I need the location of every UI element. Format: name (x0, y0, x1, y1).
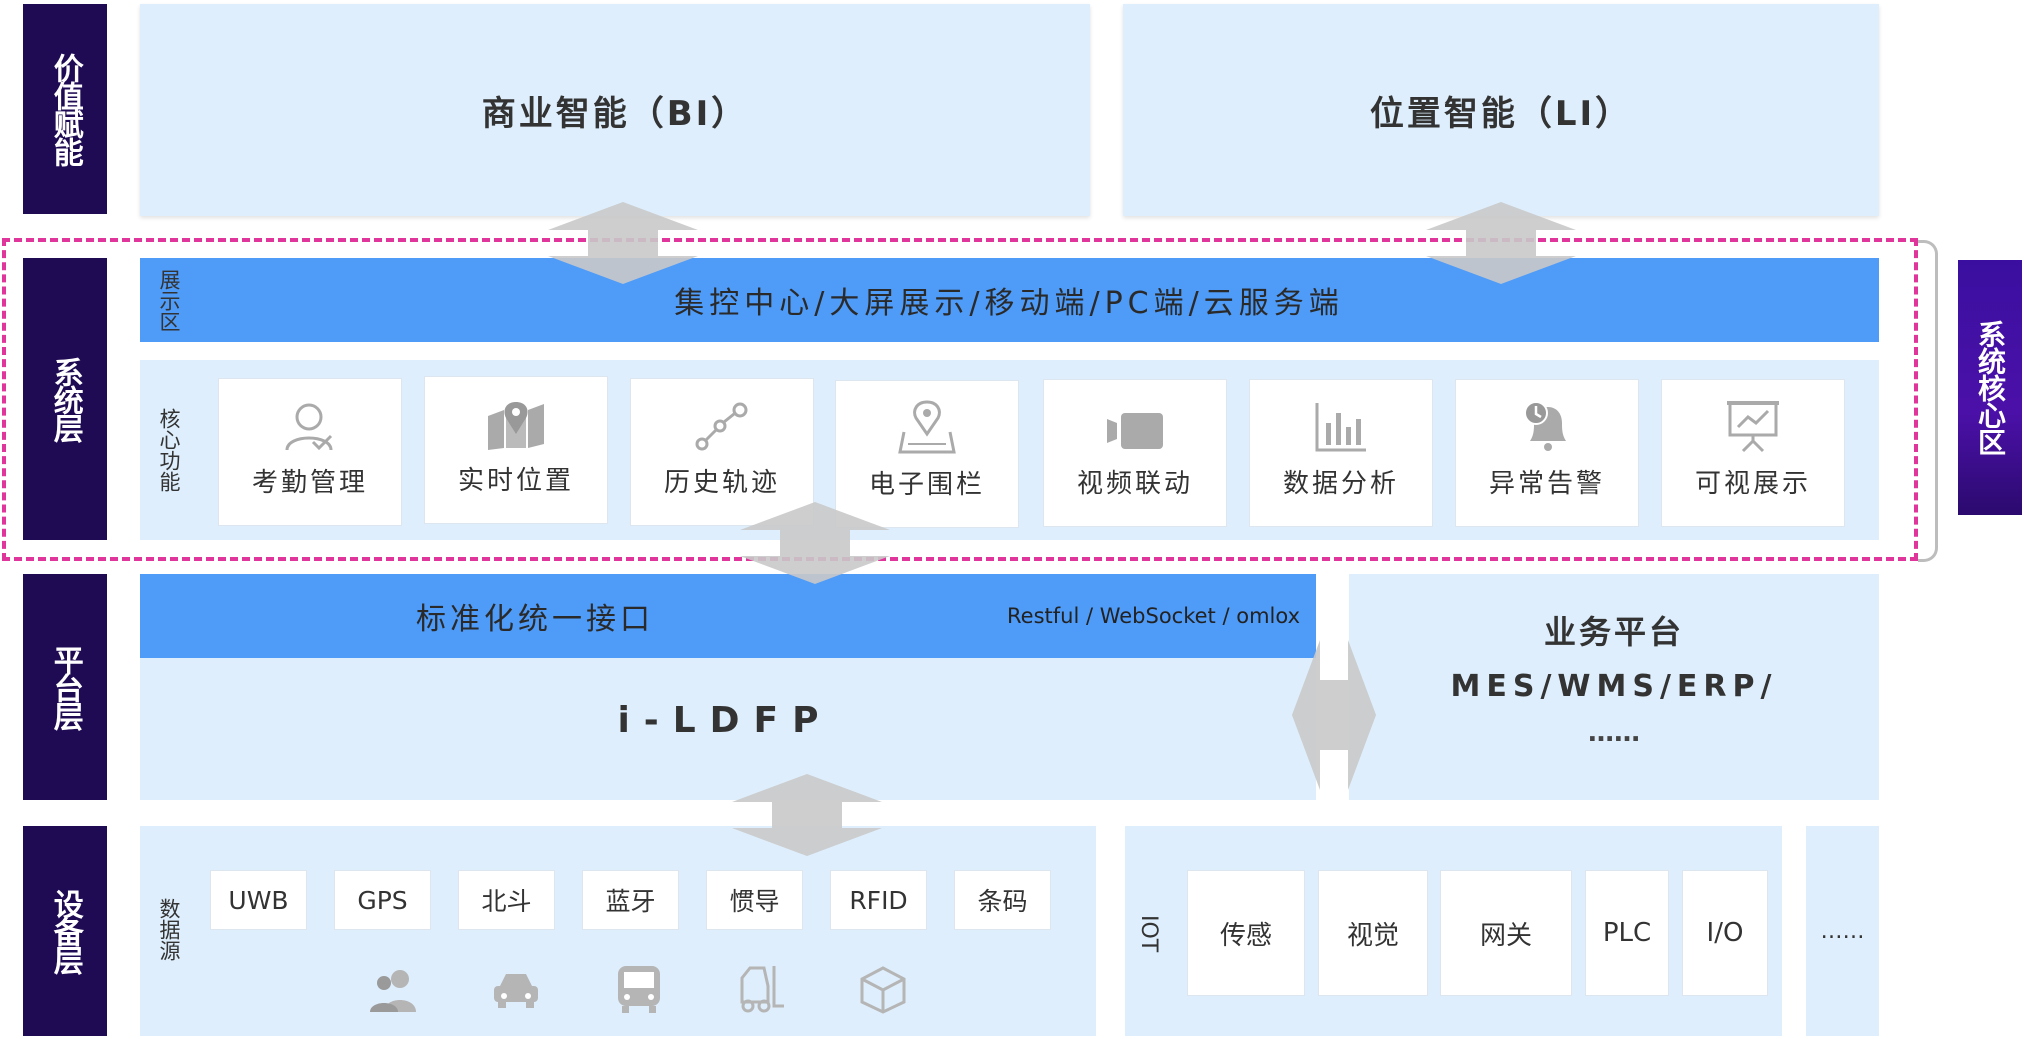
function-card[interactable]: 异常告警 (1455, 379, 1639, 527)
interface-protocols: Restful / WebSocket / omlox (1007, 604, 1300, 628)
function-label: 考勤管理 (251, 468, 368, 498)
business-systems: MES/WMS/ERP/ (1450, 668, 1778, 704)
arrow-li-system (1426, 202, 1576, 284)
source-chip[interactable]: 惯导 (706, 870, 803, 930)
user-check-icon (283, 400, 337, 452)
display-bar: 展示区 集控中心/大屏展示/移动端/PC端/云服务端 (140, 258, 1879, 342)
arrow-ldfp-business (1292, 640, 1376, 790)
more-devices-panel: …… (1806, 826, 1879, 1036)
function-label: 异常告警 (1488, 469, 1605, 499)
core-functions-label: 核心功能 (157, 408, 181, 492)
ldfp-title: i-LDFP (617, 700, 833, 741)
map-pin-icon (486, 400, 546, 450)
interface-title: 标准化统一接口 (416, 602, 654, 637)
bus-icon (616, 964, 662, 1018)
display-zone-label: 展示区 (157, 268, 181, 332)
function-label: 可视展示 (1694, 469, 1811, 499)
bar-chart-icon (1314, 401, 1368, 453)
core-zone-bracket (1918, 240, 1938, 562)
bi-panel: 商业智能（BI） (140, 4, 1090, 216)
geofence-icon (898, 400, 956, 454)
data-source-label: 数据源 (157, 898, 181, 961)
function-label: 实时位置 (457, 466, 574, 496)
function-card[interactable]: 数据分析 (1249, 379, 1433, 527)
function-card[interactable]: 考勤管理 (218, 378, 402, 526)
iot-card[interactable]: PLC (1585, 870, 1669, 996)
interface-bar: 标准化统一接口 Restful / WebSocket / omlox (140, 574, 1316, 658)
layer-label-system: 系统层 (23, 258, 107, 540)
alarm-bell-icon (1520, 399, 1574, 453)
layer-label-device: 设备层 (23, 826, 107, 1036)
display-bar-text: 集控中心/大屏展示/移动端/PC端/云服务端 (674, 286, 1344, 321)
forklift-icon (738, 964, 786, 1018)
source-chip[interactable]: RFID (830, 870, 927, 930)
function-label: 数据分析 (1282, 469, 1399, 499)
core-zone-tag: 核心功能 系统核心区 (1958, 260, 2022, 515)
more-devices-text: …… (1820, 918, 1865, 944)
source-chip[interactable]: 北斗 (458, 870, 555, 930)
system-core-dashed-border (2, 238, 1918, 561)
layer-label-platform: 平台层 (23, 574, 107, 800)
car-icon (492, 970, 540, 1014)
iot-card[interactable]: 网关 (1440, 870, 1572, 996)
source-chip[interactable]: UWB (210, 870, 307, 930)
business-platform-panel: 业务平台 MES/WMS/ERP/ …… (1349, 574, 1879, 800)
core-zone-text: 系统核心区 (1974, 320, 2007, 455)
function-label: 视频联动 (1076, 469, 1193, 499)
business-more: …… (1588, 717, 1640, 748)
iot-card[interactable]: I/O (1682, 870, 1768, 996)
li-title: 位置智能（LI） (1369, 93, 1633, 134)
source-chip[interactable]: GPS (334, 870, 431, 930)
li-panel: 位置智能（LI） (1123, 4, 1879, 216)
package-icon (860, 966, 906, 1018)
arrow-bi-system (548, 202, 698, 284)
function-card[interactable]: 历史轨迹 (630, 378, 814, 526)
presentation-icon (1726, 397, 1780, 453)
iot-label: IOT (1136, 915, 1161, 953)
track-icon (694, 400, 750, 452)
function-label: 历史轨迹 (663, 468, 780, 498)
business-title: 业务平台 (1543, 612, 1684, 651)
data-source-panel (140, 826, 1096, 1036)
arrow-platform-device (732, 774, 882, 856)
source-chip[interactable]: 条码 (954, 870, 1051, 930)
bi-title: 商业智能（BI） (481, 93, 749, 134)
function-card[interactable]: 电子围栏 (835, 380, 1019, 528)
iot-card[interactable]: 视觉 (1318, 870, 1428, 996)
function-card[interactable]: 可视展示 (1661, 379, 1845, 527)
function-label: 电子围栏 (868, 470, 985, 500)
arrow-system-platform (740, 502, 890, 584)
video-camera-icon (1105, 409, 1165, 453)
function-card[interactable]: 视频联动 (1043, 379, 1227, 527)
source-chip[interactable]: 蓝牙 (582, 870, 679, 930)
function-card[interactable]: 实时位置 (424, 376, 608, 524)
layer-label-value: 价值赋能 (23, 4, 107, 214)
iot-card[interactable]: 传感 (1187, 870, 1305, 996)
people-icon (368, 968, 420, 1016)
